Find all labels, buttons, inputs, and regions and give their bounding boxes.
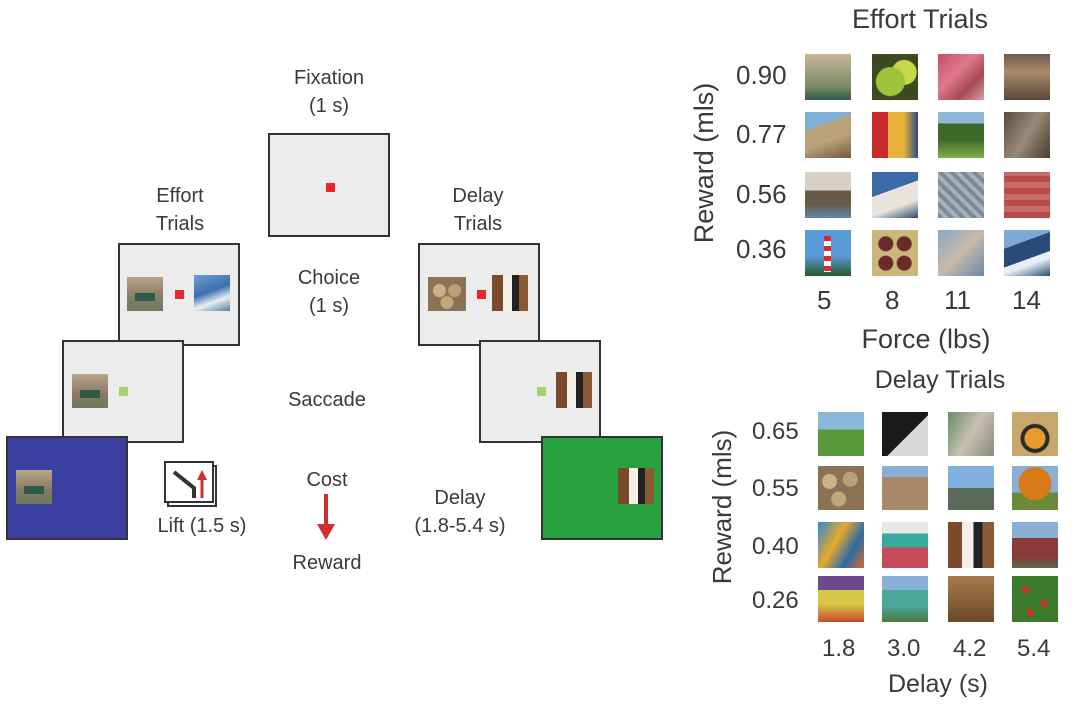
reward-label: Reward <box>292 552 362 574</box>
grid-image <box>872 54 918 100</box>
grid-image <box>818 466 864 510</box>
wagon-image <box>16 470 52 504</box>
effort-feedback-screen <box>6 436 128 540</box>
grid-image <box>938 112 984 158</box>
fixation-point <box>175 290 184 299</box>
grid-image <box>1012 466 1058 510</box>
delay-grid-ylabel: Reward (mls) <box>707 429 737 585</box>
grid-image <box>1012 576 1058 622</box>
grid-image <box>1004 172 1050 218</box>
delay-col-label: 4.2 <box>953 635 987 662</box>
grid-image <box>805 54 851 100</box>
effort-row-label: 0.56 <box>736 179 787 209</box>
saccade-target-point <box>119 387 128 396</box>
grid-image <box>1004 112 1050 158</box>
saccade-target-point <box>537 387 546 396</box>
grid-image <box>938 172 984 218</box>
delay-feedback-screen <box>541 436 663 540</box>
effort-col-label: 8 <box>885 285 900 315</box>
grid-image <box>818 522 864 568</box>
delay-grid-title: Delay Trials <box>874 366 1006 394</box>
wagon-image <box>72 374 108 408</box>
grid-image <box>818 576 864 622</box>
ocean-wave-image <box>194 275 230 311</box>
grid-image <box>882 412 928 456</box>
grid-image <box>948 522 994 568</box>
effort-grid-ylabel: Reward (mls) <box>689 82 719 244</box>
effort-col-label: 5 <box>817 285 832 315</box>
lift-handle-icon <box>164 458 220 508</box>
delay-row-label: 0.26 <box>752 587 799 614</box>
fixation-point <box>477 290 486 299</box>
effort-row-label: 0.90 <box>736 60 787 90</box>
delay-label-title: Delay <box>434 487 486 509</box>
effort-trials-label: Effort Trials <box>120 182 240 238</box>
wagon-image <box>127 277 163 311</box>
grid-image <box>1004 230 1050 276</box>
delay-label-duration: (1.8-5.4 s) <box>414 515 506 537</box>
fixation-point <box>326 183 335 192</box>
grid-image <box>805 230 851 276</box>
grid-image <box>805 112 851 158</box>
grid-image <box>882 466 928 510</box>
delay-saccade-screen <box>479 340 601 443</box>
delay-choice-screen <box>418 243 540 346</box>
grid-image <box>938 230 984 276</box>
delay-trials-label-line2: Trials <box>453 213 503 235</box>
delay-col-label: 5.4 <box>1017 635 1051 662</box>
effort-row-label: 0.36 <box>736 234 787 264</box>
fixation-label: Fixation (1 s) <box>268 64 390 120</box>
grid-image <box>882 522 928 568</box>
effort-row-label: 0.77 <box>736 119 787 149</box>
grid-image <box>1004 54 1050 100</box>
doorway-image <box>556 372 592 408</box>
delay-col-label: 3.0 <box>887 635 921 662</box>
effort-trials-label-line2: Trials <box>155 213 205 235</box>
grid-image <box>948 466 994 510</box>
grid-image <box>882 576 928 622</box>
grid-image <box>872 172 918 218</box>
choice-duration: (1 s) <box>309 295 349 317</box>
delay-grid-xlabel: Delay (s) <box>887 670 988 698</box>
fixation-title: Fixation <box>293 67 365 89</box>
effort-grid-xlabel: Force (lbs) <box>861 324 991 354</box>
saccade-label: Saccade <box>288 389 366 411</box>
grid-image <box>1012 522 1058 568</box>
delay-row-label: 0.65 <box>752 418 799 445</box>
effort-trials-label-line1: Effort <box>156 185 204 207</box>
effort-saccade-screen <box>62 340 184 443</box>
grid-image <box>1012 412 1058 456</box>
seeds-image <box>428 277 466 311</box>
delay-label: Delay (1.8-5.4 s) <box>398 484 522 540</box>
grid-image <box>938 54 984 100</box>
doorway-image <box>618 468 654 504</box>
grid-image <box>805 172 851 218</box>
fixation-screen <box>268 133 390 237</box>
choice-title: Choice <box>297 267 361 289</box>
cost-label: Cost <box>306 469 348 491</box>
doorway-image <box>492 275 528 311</box>
effort-grid-title: Effort Trials <box>851 4 989 34</box>
effort-choice-screen <box>118 243 240 346</box>
grid-image <box>872 112 918 158</box>
grid-image <box>948 412 994 456</box>
delay-row-label: 0.40 <box>752 533 799 560</box>
delay-col-label: 1.8 <box>822 635 856 662</box>
delay-trials-label: Delay Trials <box>418 182 538 238</box>
grid-image <box>948 576 994 622</box>
grid-image <box>872 230 918 276</box>
fixation-duration: (1 s) <box>309 95 349 117</box>
choice-label: Choice (1 s) <box>268 264 390 320</box>
effort-col-label: 14 <box>1012 285 1041 315</box>
cost-to-reward-arrow <box>314 494 338 544</box>
grid-image <box>818 412 864 456</box>
delay-row-label: 0.55 <box>752 475 799 502</box>
delay-trials-label-line1: Delay <box>452 185 504 207</box>
lift-label: Lift (1.5 s) <box>157 515 247 537</box>
effort-col-label: 11 <box>944 285 971 315</box>
